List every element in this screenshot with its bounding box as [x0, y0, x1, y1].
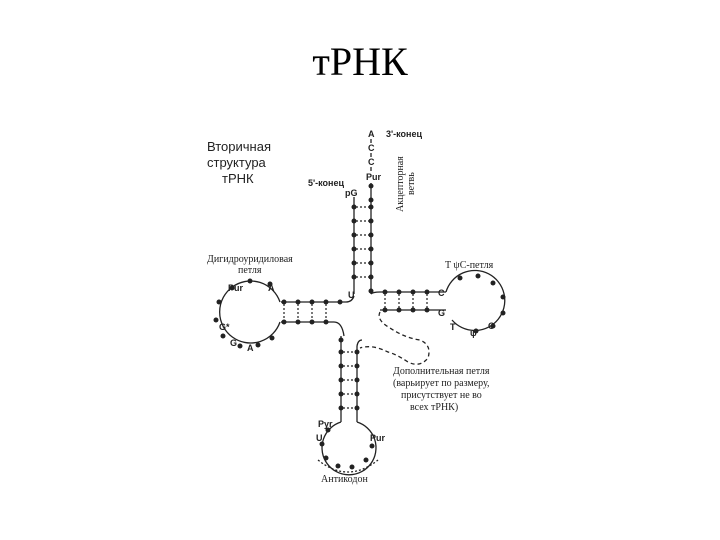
- variable-loop-label-2: (варьирует по размеру,: [393, 378, 490, 389]
- anticodon-nt-pyr: Pyr: [318, 419, 333, 429]
- anticodon-stem-bonds: [343, 351, 355, 409]
- three-prime-label: 3'-конец: [386, 129, 422, 139]
- acceptor-stem-label-1: Акцепторная: [395, 156, 406, 212]
- d-loop-nt-a2: A: [247, 343, 254, 353]
- diagram-heading-line-2: структура: [207, 155, 267, 170]
- acceptor-stem-label-2: ветвь: [406, 172, 417, 195]
- d-stem-bonds: [283, 304, 327, 320]
- t-loop-circle: [445, 269, 506, 332]
- d-loop-label-1: Дигидроуридиловая: [207, 254, 293, 265]
- t-stem-nt-c: C: [438, 288, 445, 298]
- d-loop-label-2: петля: [238, 265, 262, 276]
- d-loop-nt-g-star: G*: [219, 322, 230, 332]
- variable-loop-path: [359, 311, 430, 365]
- t-loop-nt-psi: ψ: [470, 328, 477, 338]
- t-loop-nucleotides: [457, 273, 506, 334]
- d-stem-nucleotides: [281, 299, 343, 325]
- acceptor-stem-bonds: [356, 206, 369, 278]
- acceptor-nt-c2: C: [368, 157, 375, 167]
- acceptor-nt-c1: C: [368, 143, 375, 153]
- diagram-heading-line-1: Вторичная: [207, 139, 271, 154]
- slide-title: тРНК: [312, 39, 408, 84]
- t-stem-nucleotides: [382, 289, 430, 313]
- d-loop-nt-a1: A: [268, 283, 275, 293]
- anticodon-nt-u: U: [316, 433, 323, 443]
- variable-loop-label-4: всех тРНК): [410, 402, 458, 413]
- five-prime-label: 5'-конец: [308, 178, 344, 188]
- t-loop-label: T ψC-петля: [445, 260, 494, 271]
- anticodon-loop-circle: [321, 421, 377, 476]
- acceptor-nt-pur: Pur: [366, 172, 382, 182]
- t-loop-nt-c: C: [488, 321, 495, 331]
- acceptor-stem-nucleotides: [351, 183, 374, 294]
- anticodon-bracket: [317, 459, 379, 473]
- anticodon-nt-pur: Pur: [370, 433, 386, 443]
- diagram-heading-line-3: тРНК: [222, 171, 254, 186]
- anticodon-label: Антикодон: [321, 474, 368, 485]
- anticodon-loop-nucleotides: [319, 427, 375, 470]
- t-loop-nt-t: T: [450, 322, 456, 332]
- d-loop-nt-pur: Pur: [228, 283, 244, 293]
- d-loop-nt-g: G: [230, 338, 237, 348]
- variable-loop-label-1: Дополнительная петля: [393, 366, 490, 377]
- u-nucleotide: U: [348, 290, 355, 300]
- anticodon-stem-nucleotides: [338, 337, 360, 411]
- acceptor-nt-a: A: [368, 129, 375, 139]
- variable-loop-label-3: присутствует не во: [401, 390, 482, 401]
- d-loop-nucleotides: [213, 278, 275, 349]
- t-stem-bonds: [384, 294, 428, 308]
- t-stem-nt-g: G: [438, 308, 445, 318]
- d-loop-circle: [219, 280, 281, 344]
- five-prime-nt: pG: [345, 188, 358, 198]
